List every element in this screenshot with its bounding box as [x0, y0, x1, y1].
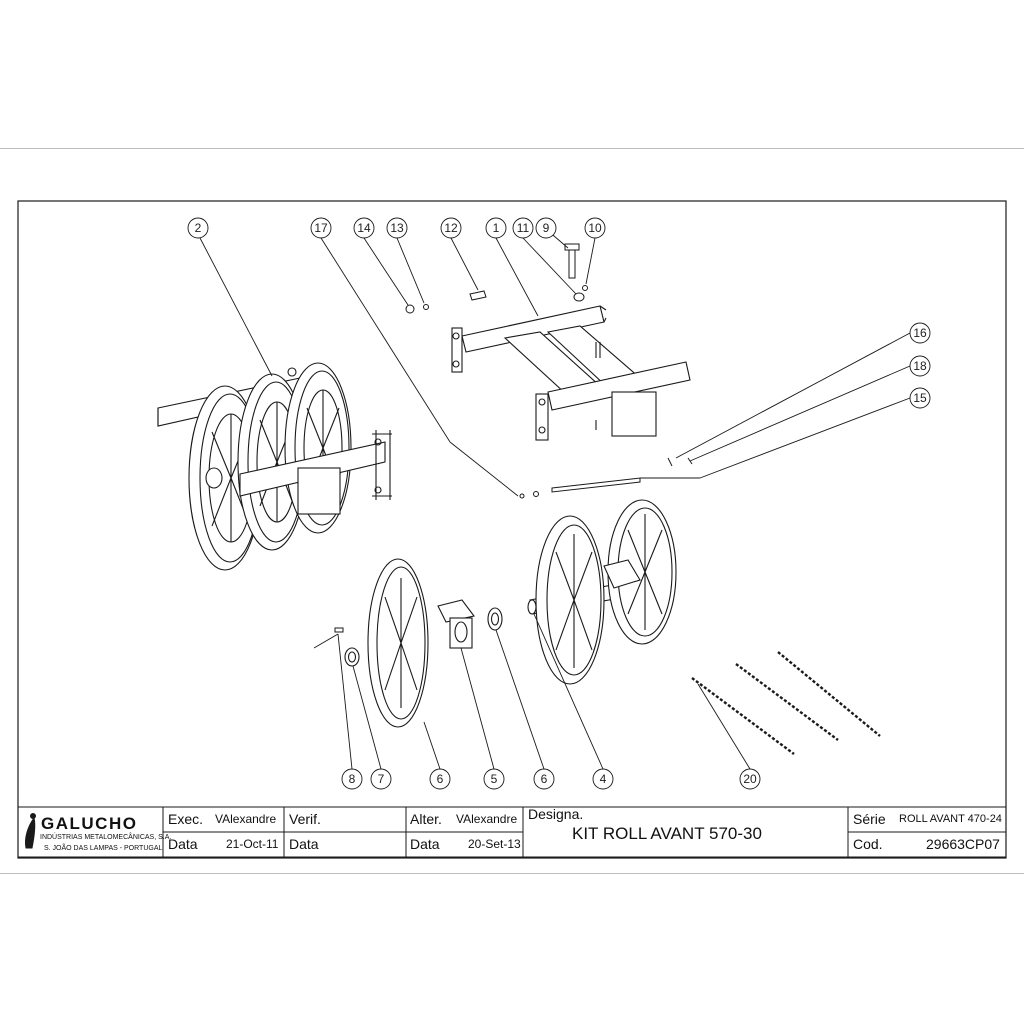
bolt-10-head — [564, 243, 580, 251]
callout-label: 18 — [913, 359, 927, 373]
part-5-bearing-housing — [437, 599, 475, 649]
callout-label: 12 — [444, 221, 458, 235]
callout-label: 5 — [491, 772, 498, 786]
verif-label: Verif. — [289, 811, 321, 827]
nut-12 — [573, 292, 585, 302]
callout-label: 15 — [913, 391, 927, 405]
alter-label: Alter. — [410, 811, 442, 827]
balloon-13: 12 — [440, 217, 462, 239]
title-block-grid — [17, 806, 1007, 858]
part-17 — [667, 457, 673, 467]
balloon-7: 6 — [429, 768, 451, 790]
part-20-chains — [691, 651, 881, 755]
alter-date-value: 20-Set-13 — [468, 837, 521, 851]
balloon-11: 10 — [584, 217, 606, 239]
balloon-9: 8 — [341, 768, 363, 790]
callout-label: 8 — [349, 772, 356, 786]
axle-wheel-rear — [607, 499, 677, 645]
exec-date-label: Data — [168, 836, 198, 852]
part-8-collar — [344, 647, 360, 667]
callout-label: 2 — [195, 221, 202, 235]
small-parts — [334, 243, 693, 633]
company-line-1: INDÚSTRIAS METALOMECÂNICAS, S.A. — [40, 834, 172, 841]
company-logo-emblem — [25, 813, 36, 849]
callout-label: 16 — [913, 326, 927, 340]
balloon-10: 9 — [535, 217, 557, 239]
balloon-2: 2 — [187, 217, 209, 239]
callout-label: 6 — [541, 772, 548, 786]
designa-value: KIT ROLL AVANT 570-30 — [572, 824, 762, 843]
balloon-20: 20 — [739, 768, 761, 790]
leader-lines — [199, 229, 911, 770]
page-top-rule — [0, 148, 1024, 149]
drawing-frame — [17, 200, 1007, 859]
assembly-2-roller-set — [157, 362, 392, 571]
balloon-4: 4 — [592, 768, 614, 790]
exec-label: Exec. — [168, 811, 204, 827]
balloon-12: 11 — [512, 217, 534, 239]
alter-value: VAlexandre — [456, 812, 518, 826]
callout-label: 10 — [588, 221, 602, 235]
callout-label: 20 — [743, 772, 757, 786]
balloon-15: 14 — [353, 217, 375, 239]
balloon-17: 16 — [909, 322, 931, 344]
balloon-6: 6 — [533, 768, 555, 790]
designa-label: Designa. — [528, 806, 584, 822]
balloon-5: 5 — [483, 768, 505, 790]
callout-label: 11 — [517, 221, 530, 235]
balloon-16: 15 — [909, 387, 931, 409]
serie-value: ROLL AVANT 470-24 — [899, 813, 1002, 825]
washer-11 — [582, 285, 588, 291]
callout-label: 1 — [493, 221, 500, 235]
part-7-wheel — [367, 558, 429, 728]
part-9 — [334, 627, 344, 633]
nut-15 — [405, 304, 415, 314]
pin-13 — [469, 290, 487, 301]
cod-value: 29663CP07 — [926, 836, 1000, 852]
exec-value: VAlexandre — [215, 812, 277, 826]
bar-16 — [551, 477, 641, 493]
alter-date-label: Data — [410, 836, 440, 852]
assembly-1-frame — [451, 305, 691, 441]
balloon-8: 7 — [370, 768, 392, 790]
part-18 — [519, 493, 525, 499]
exec-date-value: 21-Oct-11 — [226, 837, 279, 851]
callout-label: 17 — [314, 221, 328, 235]
balloon-19: 18 — [909, 355, 931, 377]
assembly-4-axle-wheels — [527, 499, 677, 685]
callout-label: 7 — [378, 772, 385, 786]
company-name: GALUCHO — [41, 814, 138, 833]
balloon-14: 13 — [386, 217, 408, 239]
balloon-1: 1 — [485, 217, 507, 239]
verif-date-label: Data — [289, 836, 319, 852]
cod-label: Cod. — [853, 836, 883, 852]
part-6-ring — [487, 607, 503, 631]
page-bottom-rule — [0, 873, 1024, 874]
washer-14 — [423, 304, 429, 310]
part-18b — [533, 491, 539, 497]
callout-label: 9 — [543, 221, 550, 235]
serie-label: Série — [853, 811, 886, 827]
callout-label: 4 — [600, 772, 607, 786]
callout-label: 14 — [357, 221, 371, 235]
bolt-10 — [568, 247, 576, 279]
callout-label: 6 — [437, 772, 444, 786]
callout-label: 13 — [390, 221, 404, 235]
company-line-2: S. JOÃO DAS LAMPAS - PORTUGAL — [44, 845, 163, 852]
axle-wheel-front — [535, 515, 605, 685]
balloon-18: 17 — [310, 217, 332, 239]
